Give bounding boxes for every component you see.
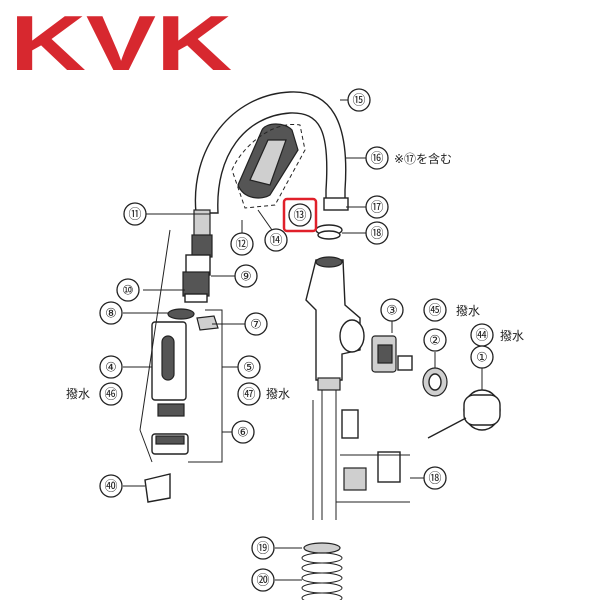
part-label-3: ③ [380, 298, 404, 322]
part-label-circle [380, 298, 404, 322]
part-labels: ⑮ ⑯ ⑰ ⑬ ⑱ ⑪ ⑫ ⑭ ⑨ ⑩⑧ ⑦ ④ ⑤ ㊻ ㊼ ⑥ ㊵ ③ ㊺ ② ㊹ ① ⑱ ⑲ ⑳ [99, 88, 494, 592]
part-label-circle [423, 328, 447, 352]
part-label-circle [365, 146, 389, 170]
part-label-circle [347, 88, 371, 112]
part-label-text: ⑫ [235, 238, 248, 253]
leader-lines [123, 99, 483, 581]
part-label-circle [264, 228, 288, 252]
part-label-18b: ⑱ [423, 466, 447, 490]
part-label-circle [99, 301, 123, 325]
part-label-7: ⑦ [244, 312, 268, 336]
part-label-circle [99, 355, 123, 379]
part-label-text: ㊺ [428, 304, 441, 319]
part-label-circle [116, 278, 140, 302]
part-label-19: ⑲ [251, 536, 275, 560]
part-label-circle [365, 221, 389, 245]
part-label-circle [423, 298, 447, 322]
handle-part [427, 389, 501, 439]
part-label-17: ⑰ [365, 195, 389, 219]
part-label-10: ⑩ [116, 278, 140, 302]
part-label-circle [288, 203, 312, 227]
part-label-46: ㊻ [99, 382, 123, 406]
part-label-circle [234, 264, 258, 288]
part-label-text: ㊹ [475, 329, 488, 344]
part-label-14: ⑭ [264, 228, 288, 252]
part-label-circle [99, 382, 123, 406]
note-16: ※⑰を含む [394, 151, 452, 166]
part-label-4: ④ [99, 355, 123, 379]
faucet-body-part [305, 224, 410, 520]
part-label-text: ⑬ [293, 209, 306, 224]
part-label-text: ⑲ [256, 542, 269, 557]
part-label-circle [244, 312, 268, 336]
part-label-circle [237, 355, 261, 379]
spring-part [301, 542, 343, 600]
part-label-text: ⑥ [237, 426, 249, 441]
part-label-47: ㊼ [237, 382, 261, 406]
part-label-6: ⑥ [231, 420, 255, 444]
part-label-44: ㊹ [470, 323, 494, 347]
part-label-text: ⑦ [250, 318, 262, 333]
part-label-circle [251, 568, 275, 592]
part-label-circle [99, 474, 123, 498]
part-label-circle [230, 232, 254, 256]
part-label-text: ⑨ [240, 270, 252, 285]
spout-part [194, 91, 349, 214]
part-label-text: ⑭ [269, 234, 282, 249]
note-44: 撥水 [500, 328, 524, 343]
part-label-circle [231, 420, 255, 444]
part-label-text: ⑱ [428, 472, 441, 487]
part-label-text: ⑰ [370, 201, 383, 216]
part-label-text: ㊵ [104, 480, 117, 495]
part-label-text: ⑱ [370, 227, 383, 242]
hose-part [182, 209, 213, 303]
part-label-text: ② [429, 334, 441, 349]
sprayer-head-part [139, 229, 223, 503]
part-label-text: ㊻ [104, 388, 117, 403]
part-label-16: ⑯ [365, 146, 389, 170]
part-label-5: ⑤ [237, 355, 261, 379]
cartridge-part [371, 318, 413, 373]
kvk-logo: KVK [10, 0, 232, 87]
part-label-13: ⑬ [282, 197, 318, 233]
part-label-2: ② [423, 328, 447, 352]
part-label-circle [251, 536, 275, 560]
part-label-text: ③ [386, 304, 398, 319]
part-label-40: ㊵ [99, 474, 123, 498]
part-label-circle [123, 202, 147, 226]
highlight-box [282, 197, 318, 233]
part-label-text: ㊼ [242, 388, 255, 403]
note-47: 撥水 [266, 386, 290, 401]
part-label-text: ⑧ [105, 307, 117, 322]
part-label-circle [237, 382, 261, 406]
part-label-text: ⑮ [352, 94, 365, 109]
part-label-20: ⑳ [251, 568, 275, 592]
part-label-15: ⑮ [347, 88, 371, 112]
part-label-1: ① [470, 345, 494, 369]
part-label-text: ⑤ [243, 361, 255, 376]
part-label-11: ⑪ [123, 202, 147, 226]
part-label-text: ⑳ [256, 574, 269, 589]
part-label-text: ⑯ [370, 152, 383, 167]
ring-part [422, 367, 448, 397]
part-label-circle [365, 195, 389, 219]
part-label-8: ⑧ [99, 301, 123, 325]
part-label-45: ㊺ [423, 298, 447, 322]
note-46: 撥水 [66, 386, 90, 401]
part-label-text: ① [476, 351, 488, 366]
part-label-18a: ⑱ [365, 221, 389, 245]
part-label-circle [423, 466, 447, 490]
part-label-9: ⑨ [234, 264, 258, 288]
part-label-12: ⑫ [230, 232, 254, 256]
part-label-text: ④ [105, 361, 117, 376]
note-45: 撥水 [456, 303, 480, 318]
logo-text: KVK [10, 0, 232, 87]
part-label-circle [470, 345, 494, 369]
part-label-text: ⑪ [128, 208, 141, 223]
part-label-text: ⑩ [122, 284, 134, 299]
